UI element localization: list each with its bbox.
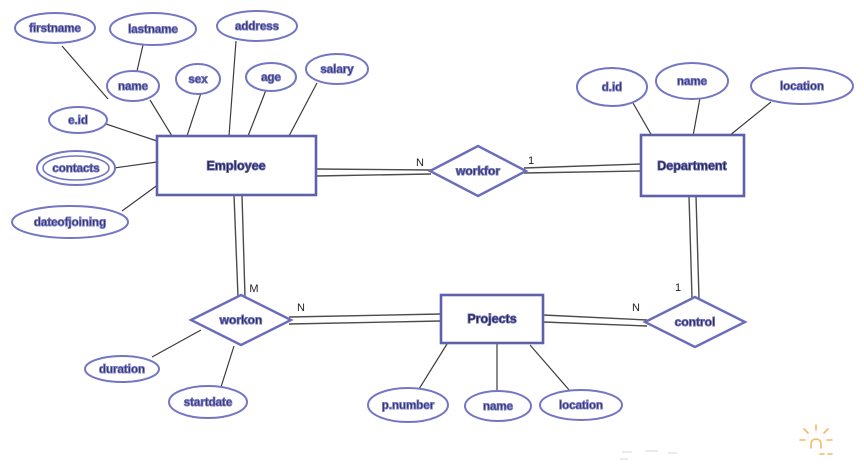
attribute-eid: e.id (48, 106, 108, 134)
attribute-label: name (677, 76, 707, 88)
entity-label: Department (657, 159, 727, 173)
entity-employee: Employee (155, 134, 318, 197)
attribute-dateofjoining: dateofjoining (11, 205, 129, 239)
attribute-name-employee: name (106, 70, 160, 102)
attribute-shapes: firstname lastname address name sex age … (11, 10, 854, 423)
attribute-name-department: name (655, 62, 729, 100)
relationship-label: control (675, 315, 716, 329)
relationship-label: workfor (455, 164, 500, 178)
attribute-label: salary (320, 64, 354, 76)
cardinality-workon-projects: N (297, 302, 305, 314)
connector-deptname-department (692, 97, 701, 137)
attribute-salary: salary (305, 53, 369, 85)
link-department-control (688, 195, 700, 299)
attribute-label: e.id (68, 115, 88, 127)
attribute-label: p.number (382, 400, 435, 412)
attribute-age: age (245, 62, 297, 92)
link-workon-projects (288, 313, 442, 325)
attribute-lastname: lastname (109, 12, 197, 46)
attribute-duration: duration (84, 355, 160, 383)
relationship-links (233, 163, 700, 327)
attribute-address: address (216, 10, 298, 42)
connector-age-employee (247, 89, 267, 137)
link-projects-control (542, 314, 648, 327)
relationship-workon: workon (188, 293, 294, 347)
connector-sex-employee (186, 92, 202, 137)
connector-deptlocation-department (728, 101, 772, 137)
attribute-label: firstname (29, 23, 81, 35)
cardinality-control-department: 1 (675, 282, 681, 294)
entity-label: Projects (467, 312, 516, 326)
connector-did-department (632, 102, 653, 137)
attribute-sex: sex (175, 63, 221, 95)
cardinality-workfor-employee: N (416, 157, 424, 169)
connector-lastname-name (136, 44, 144, 72)
entity-shapes: Employee Department Projects (155, 133, 746, 345)
relationship-label: workon (219, 313, 263, 327)
cardinality-workfor-department: 1 (528, 155, 534, 167)
attribute-firstname: firstname (14, 12, 96, 44)
connector-duration-workon (151, 329, 202, 358)
watermark-smudge (620, 450, 677, 460)
connector-salary-employee (288, 82, 318, 137)
attribute-label: age (261, 72, 281, 84)
attribute-label: d.id (602, 82, 622, 94)
link-workfor-department (523, 163, 642, 174)
attribute-label: name (118, 81, 148, 93)
entity-department: Department (639, 133, 746, 198)
entity-label: Employee (206, 159, 265, 173)
watermark-bulb-icon (799, 424, 833, 455)
attribute-connectors (61, 40, 772, 392)
connector-dateofjoining-employee (121, 183, 160, 212)
connector-projlocation-projects (529, 344, 571, 392)
connector-pnumber-projects (418, 343, 448, 390)
relationship-shapes: workfor workon control (188, 144, 748, 349)
attribute-label: location (559, 400, 603, 412)
attribute-location-department: location (750, 67, 854, 105)
cardinality-workon-employee: M (249, 283, 258, 295)
attribute-label: duration (99, 364, 145, 376)
attribute-label: lastname (128, 24, 178, 36)
connector-startdate-workon (220, 345, 235, 388)
connector-contacts-employee (113, 161, 158, 169)
attribute-label: address (235, 21, 279, 33)
entity-projects: Projects (439, 293, 545, 345)
attribute-label: location (780, 81, 824, 93)
cardinality-control-projects: N (632, 302, 640, 314)
connector-eid-employee (105, 123, 158, 142)
attribute-pnumber: p.number (367, 387, 449, 423)
attribute-label: sex (188, 74, 208, 86)
cardinality-labels: N 1 M N 1 N (249, 155, 681, 314)
attribute-label: contacts (52, 163, 99, 175)
relationship-control: control (642, 295, 748, 349)
attribute-contacts-multivalued: contacts (36, 150, 116, 186)
attribute-location-projects: location (539, 389, 623, 421)
connector-address-employee (228, 40, 237, 137)
attribute-name-projects: name (464, 390, 532, 422)
attribute-startdate: startdate (168, 385, 248, 419)
link-employee-workfor (315, 168, 432, 177)
attribute-label: name (483, 401, 513, 413)
connector-name-employee (149, 99, 173, 137)
relationship-workfor: workfor (427, 144, 529, 198)
attribute-label: startdate (184, 397, 233, 409)
link-employee-workon (233, 194, 246, 298)
attribute-did: d.id (576, 67, 648, 107)
attribute-label: dateofjoining (34, 217, 106, 229)
connector-firstname-name (61, 45, 109, 100)
